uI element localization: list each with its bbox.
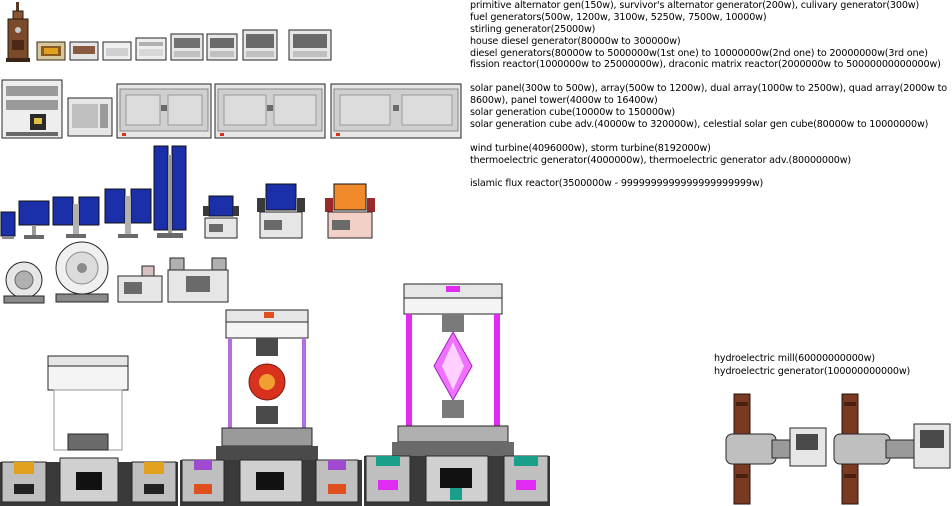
list-line: islamic flux reactor(3500000w - 99999999… — [470, 178, 764, 190]
list-line: fuel generators(500w, 1200w, 3100w, 5250… — [470, 11, 767, 23]
list-line: house diesel generator(80000w to 300000w… — [470, 35, 681, 47]
wind-turbine-sprite — [0, 260, 48, 304]
celestial-solar-gen-cube-sprite — [324, 182, 376, 240]
list-line: wind turbine(4096000w), storm turbine(81… — [470, 142, 711, 154]
draconic-matrix-reactor-sprite — [180, 309, 362, 506]
list-line: hydroelectric mill(60000000000w) — [714, 353, 875, 364]
survivor-alternator-sprite — [36, 40, 66, 62]
generator-description-list: primitive alternator gen(150w), survivor… — [470, 0, 952, 190]
diesel-generator-1-sprite — [116, 83, 212, 139]
list-line: hydroelectric generator(100000000000w) — [714, 365, 911, 377]
hydroelectric-mill-sprite — [722, 393, 830, 506]
thermoelectric-generator-adv-sprite — [166, 256, 230, 304]
solar-generation-cube-sprite — [202, 194, 240, 240]
list-line: diesel generators(80000w to 5000000w(1st… — [470, 47, 928, 59]
hydroelectric-generator-sprite — [830, 393, 952, 506]
list-line: solar generation cube adv.(40000w to 320… — [470, 118, 929, 130]
fuel-generator-2-sprite — [135, 36, 167, 62]
list-line: solar generation cube(10000w to 150000w) — [470, 107, 676, 119]
solar-dual-array-sprite — [52, 196, 100, 240]
storm-turbine-sprite — [50, 240, 114, 304]
primitive-alternator-sprite — [4, 2, 32, 62]
list-line: 8600w), panel tower(4000w to 16400w) — [470, 95, 658, 107]
hydro-description: hydroelectric mill(60000000000w) hydroel… — [714, 353, 910, 378]
diesel-generator-3-sprite — [330, 83, 462, 139]
solar-array-sprite — [18, 200, 50, 240]
fuel-generator-6-sprite — [288, 28, 332, 62]
list-line: fission reactor(1000000w to 25000000w), … — [470, 59, 941, 71]
fuel-generator-1-sprite — [102, 40, 132, 62]
list-line: stirling generator(25000w) — [470, 23, 596, 35]
solar-panel-sprite — [0, 210, 16, 240]
list-line: solar panel(300w to 500w), array(500w to… — [470, 83, 947, 95]
diesel-generator-2-sprite — [214, 83, 326, 139]
islamic-flux-reactor-sprite — [364, 282, 550, 506]
stirling-generator-sprite — [0, 78, 64, 140]
culivary-generator-sprite — [69, 40, 99, 62]
house-diesel-generator-sprite — [66, 96, 114, 138]
solar-generation-cube-adv-sprite — [256, 182, 306, 240]
fuel-generator-5-sprite — [242, 28, 278, 62]
fuel-generator-4-sprite — [206, 32, 238, 62]
fuel-generator-3-sprite — [170, 32, 204, 62]
solar-quad-array-sprite — [104, 188, 152, 240]
thermoelectric-generator-sprite — [116, 264, 164, 304]
list-line: thermoelectric generator(4000000w), ther… — [470, 154, 852, 166]
list-line: primitive alternator gen(150w), survivor… — [470, 0, 920, 11]
fission-reactor-sprite — [0, 354, 178, 506]
solar-panel-tower-sprite — [153, 145, 187, 241]
